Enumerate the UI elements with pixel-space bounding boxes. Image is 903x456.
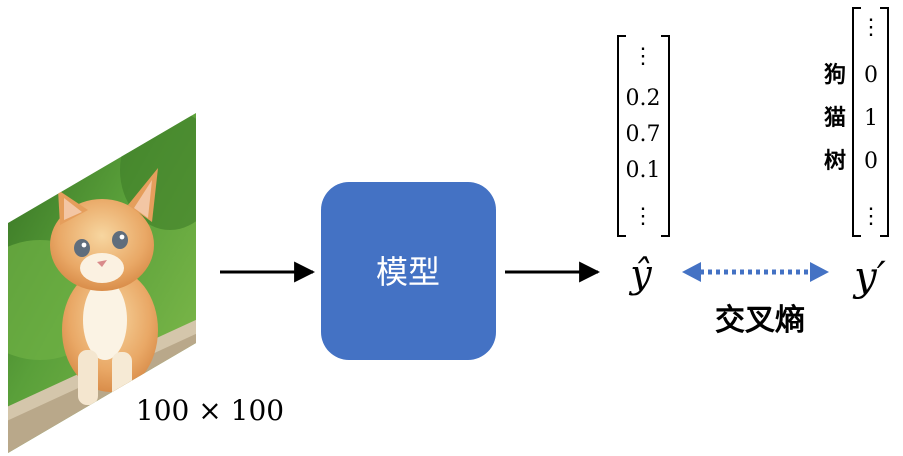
cross-entropy-arrow bbox=[682, 262, 829, 282]
target-value: 0 bbox=[864, 63, 878, 88]
right-arrowhead-icon bbox=[810, 262, 829, 282]
target-symbol: y′ bbox=[852, 254, 886, 300]
target-value: 1 bbox=[864, 106, 878, 131]
target-vector: ⋮ 0 1 0 ⋮ 狗 猫 树 bbox=[824, 7, 889, 237]
prediction-value: 0.2 bbox=[626, 86, 661, 111]
prediction-value: 0.1 bbox=[626, 158, 661, 183]
model-label: 模型 bbox=[376, 253, 440, 291]
target-right-bracket bbox=[880, 7, 889, 237]
class-label-cat: 猫 bbox=[824, 106, 846, 131]
prediction-left-bracket bbox=[617, 35, 626, 237]
prediction-vector: ⋮ 0.2 0.7 0.1 ⋮ bbox=[617, 35, 670, 237]
target-value: 0 bbox=[864, 149, 878, 174]
model-box bbox=[321, 182, 496, 360]
image-size-label: 100 × 100 bbox=[136, 394, 284, 427]
prediction-symbol: ŷ bbox=[628, 252, 652, 296]
class-label-dog: 狗 bbox=[824, 63, 846, 88]
prediction-ellipsis-bottom: ⋮ bbox=[632, 204, 654, 229]
loss-label: 交叉熵 bbox=[715, 303, 805, 338]
prediction-value: 0.7 bbox=[626, 122, 661, 147]
class-label-tree: 树 bbox=[824, 148, 846, 174]
target-ellipsis-top: ⋮ bbox=[860, 15, 882, 40]
target-ellipsis-bottom: ⋮ bbox=[860, 204, 882, 229]
prediction-ellipsis-top: ⋮ bbox=[632, 44, 654, 69]
target-left-bracket bbox=[852, 7, 861, 237]
left-arrowhead-icon bbox=[682, 262, 701, 282]
prediction-right-bracket bbox=[661, 35, 670, 237]
